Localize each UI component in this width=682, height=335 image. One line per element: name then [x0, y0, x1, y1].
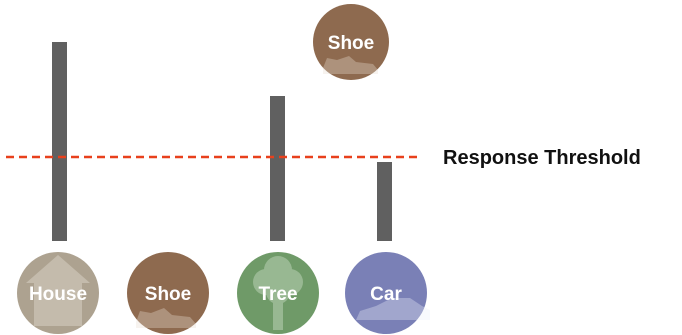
response-bar-house [52, 42, 67, 241]
stimulus-car-circle [345, 252, 427, 334]
stimulus-shoe-label: Shoe [145, 284, 191, 305]
stimulus-house-label: House [29, 284, 87, 305]
response-bar-tree [270, 96, 285, 241]
house-icon [26, 255, 90, 326]
stimulus-house: House [17, 252, 99, 334]
tree-icon [253, 256, 303, 330]
detected-shoe-label: Shoe [328, 33, 374, 54]
stimulus-tree-circle [237, 252, 319, 334]
stimulus-car-label: Car [370, 284, 402, 305]
stimulus-shoe: Shoe [127, 252, 209, 334]
stimulus-shoe-circle [127, 252, 209, 334]
stimulus-car: Car [345, 252, 430, 334]
stimulus-tree-label: Tree [258, 284, 297, 305]
detected-shoe: Shoe [313, 4, 389, 80]
stimulus-house-circle [17, 252, 99, 334]
threshold-label: Response Threshold [443, 147, 641, 169]
stimulus-tree: Tree [237, 252, 319, 334]
detected-shoe-circle [313, 4, 389, 80]
response-bar-car [377, 162, 392, 241]
shoe-icon [136, 308, 196, 328]
shoe-icon [323, 56, 378, 74]
car-icon [356, 298, 430, 320]
